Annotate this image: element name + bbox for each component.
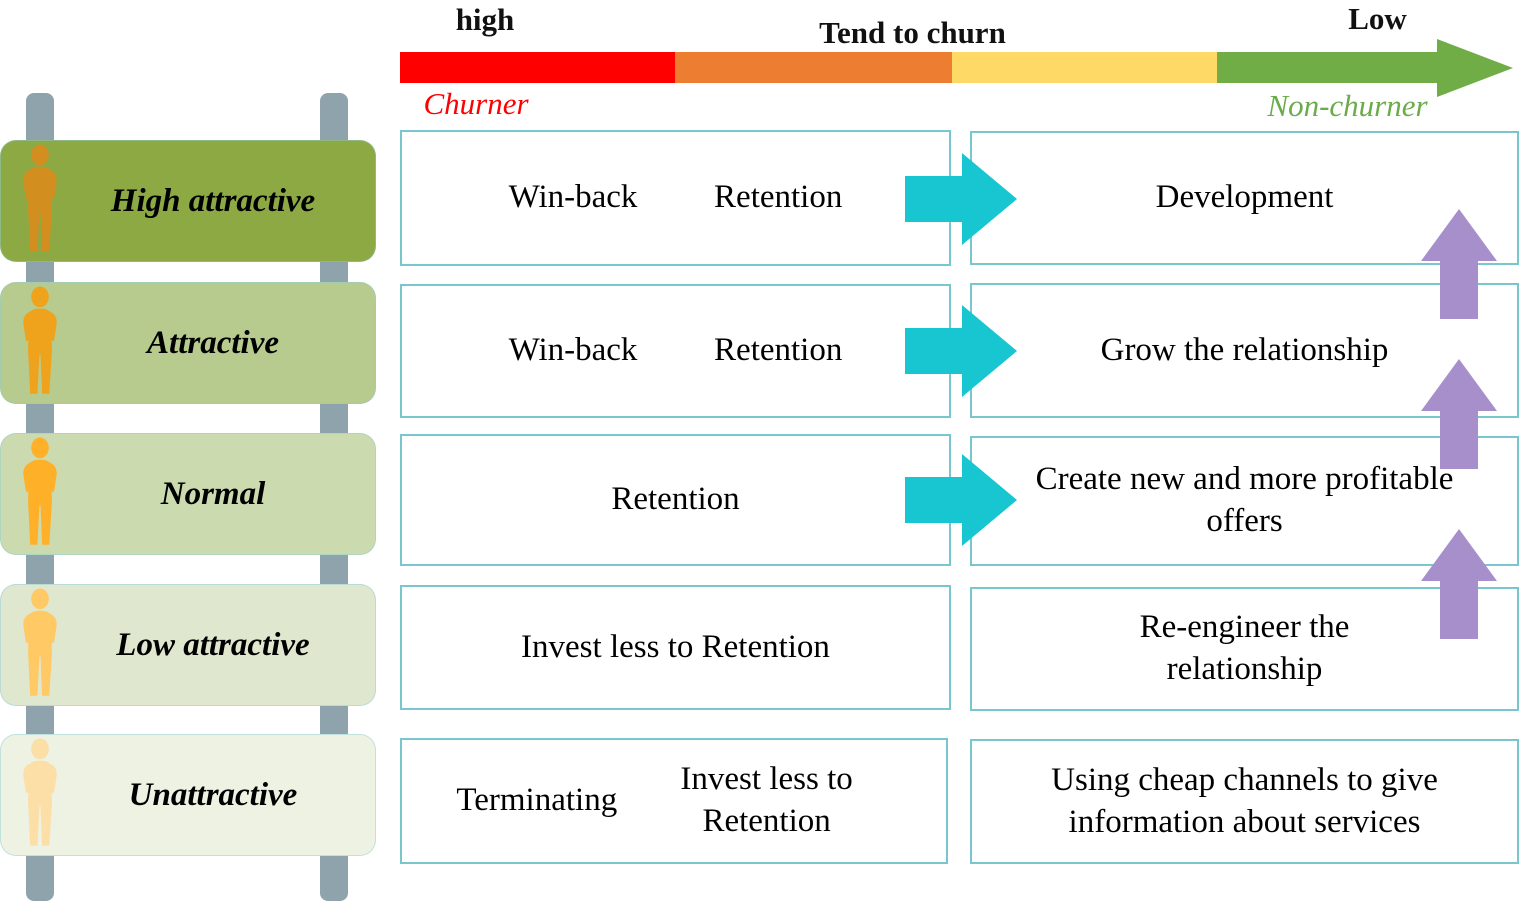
segment-low-attractive: Low attractive (0, 584, 376, 706)
strategy-label: Retention (611, 481, 740, 518)
gradient-segment-yellow (952, 52, 1217, 83)
nonchurner-strategy-box-row3: Create new and more profitable offers (970, 436, 1519, 566)
segment-label: Low attractive (116, 626, 310, 663)
strategy-label: Invest less to Retention (521, 628, 830, 665)
churner-strategy-box-row2: Win-back Retention (400, 284, 951, 418)
churner-strategy-box-row5: Terminating Invest less to Retention (400, 738, 948, 864)
nonchurner-strategy-box-row5: Using cheap channels to give information… (970, 739, 1519, 864)
segment-attractive: Attractive (0, 282, 376, 404)
up-arrow-icon (1421, 209, 1497, 319)
gradient-segment-red (400, 52, 675, 83)
strategy-label: Re-engineer the relationship (1139, 609, 1350, 687)
strategy-label: Win-back (508, 179, 638, 216)
strategy-label: Retention (714, 332, 843, 369)
gradient-arrowhead-icon (1437, 39, 1513, 97)
person-icon (23, 738, 57, 846)
person-icon (23, 437, 57, 545)
strategy-label: Terminating (456, 782, 618, 819)
segment-label: Attractive (147, 324, 279, 361)
strategy-label: Development (1155, 179, 1334, 216)
churn-level-high-label: high (455, 2, 515, 37)
segment-label: Unattractive (128, 776, 298, 813)
gradient-segment-orange (675, 52, 952, 83)
churner-strategy-box-row4: Invest less to Retention (400, 585, 951, 710)
strategy-label: Using cheap channels to give information… (1051, 761, 1438, 840)
gradient-segment-green (1217, 52, 1437, 83)
tend-to-churn-label: Tend to churn (819, 15, 1006, 50)
strategy-label: Create new and more profitable offers (1035, 461, 1454, 539)
right-arrow-icon (905, 153, 1017, 245)
right-arrow-icon (905, 454, 1017, 546)
person-icon (23, 588, 57, 696)
nonchurner-strategy-box-row2: Grow the relationship (970, 283, 1519, 418)
strategy-label: Win-back (508, 332, 638, 369)
churn-level-low-label: Low (1348, 1, 1407, 36)
nonchurner-strategy-box-row1: Development (970, 131, 1519, 265)
person-icon (23, 286, 57, 394)
segment-label: Normal (160, 475, 266, 512)
churner-strategy-box-row1: Win-back Retention (400, 130, 951, 266)
segment-unattractive: Unattractive (0, 734, 376, 856)
strategy-label: Retention (714, 179, 843, 216)
strategy-label: Invest less to Retention (680, 761, 853, 839)
segment-normal: Normal (0, 433, 376, 555)
nonchurner-strategy-box-row4: Re-engineer the relationship (970, 587, 1519, 711)
strategy-label: Grow the relationship (1100, 331, 1389, 368)
non-churner-label: Non-churner (1267, 88, 1428, 123)
up-arrow-icon (1421, 529, 1497, 639)
churner-label: Churner (423, 86, 529, 121)
person-icon (23, 144, 57, 252)
right-arrow-icon (905, 305, 1017, 397)
churner-strategy-box-row3: Retention (400, 434, 951, 566)
segment-high-attractive: High attractive (0, 140, 376, 262)
segment-label: High attractive (110, 182, 316, 219)
up-arrow-icon (1421, 359, 1497, 469)
